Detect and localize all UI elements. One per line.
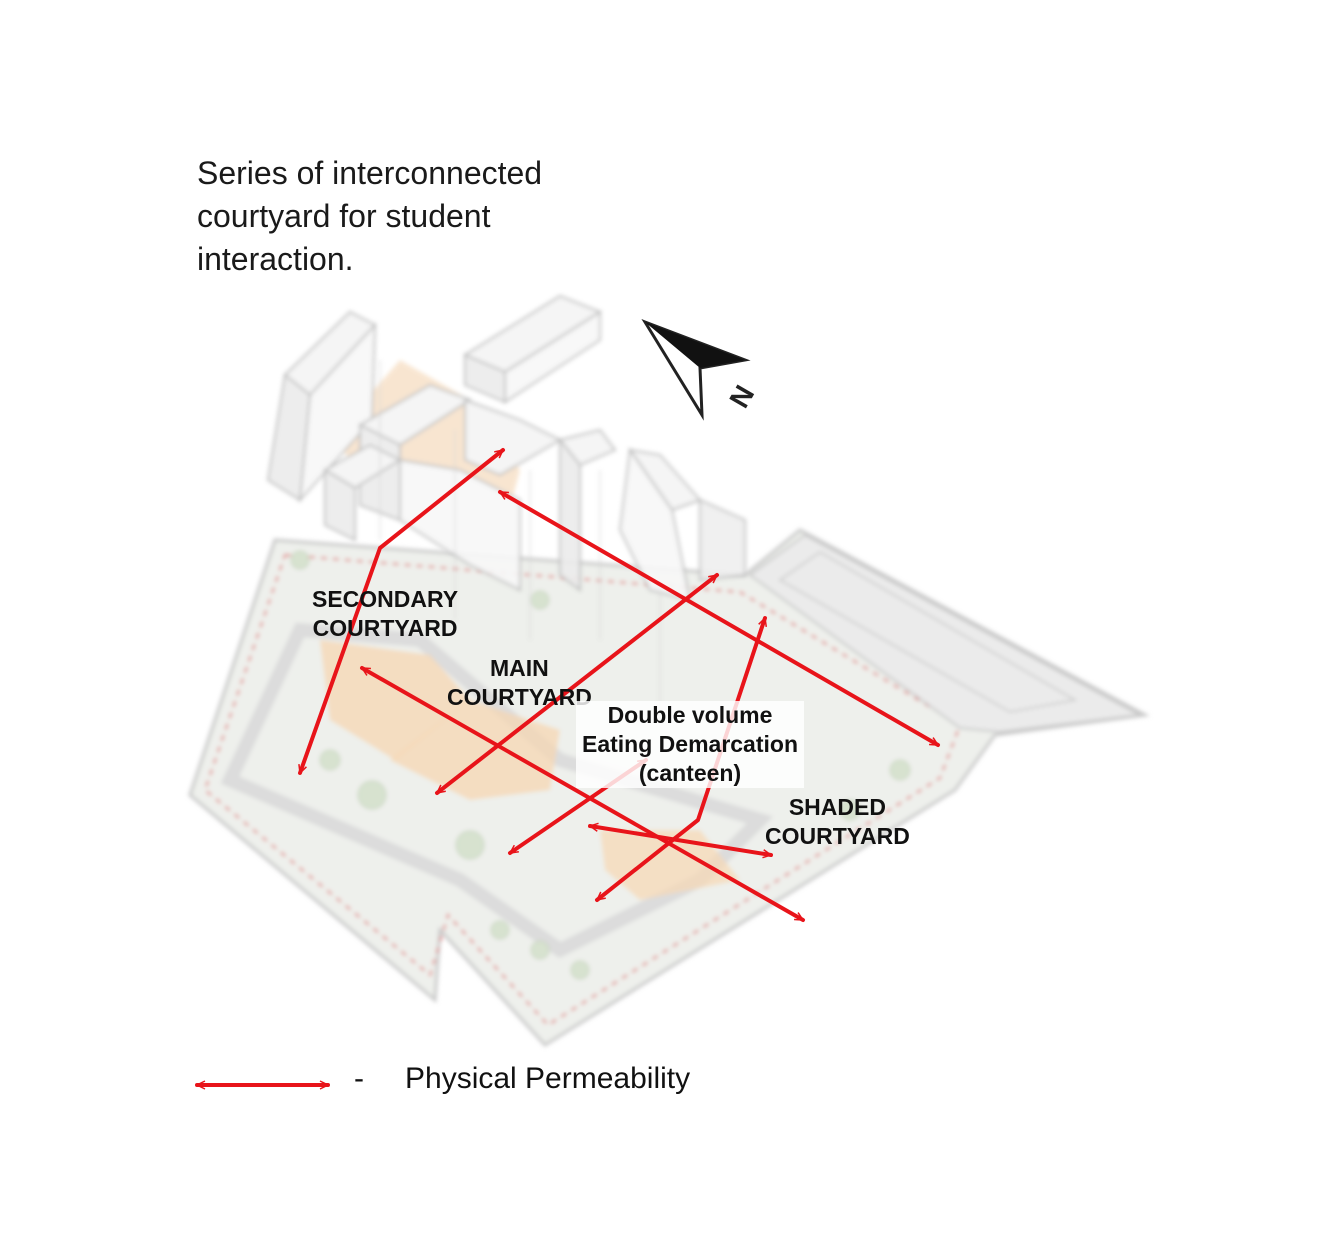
- caption-line-2: courtyard for student: [197, 195, 617, 238]
- label-secondary-courtyard: SECONDARY COURTYARD: [312, 585, 458, 643]
- label-shaded-line-2: COURTYARD: [765, 822, 910, 851]
- label-canteen-line-1: Double volume: [582, 701, 798, 730]
- diagram-caption: Series of interconnected courtyard for s…: [197, 152, 617, 281]
- caption-line-3: interaction.: [197, 238, 617, 281]
- label-secondary-line-1: SECONDARY: [312, 585, 458, 614]
- label-main-line-2: COURTYARD: [447, 683, 592, 712]
- north-label: N: [723, 380, 760, 413]
- caption-line-1: Series of interconnected: [197, 152, 617, 195]
- label-shaded-line-1: SHADED: [765, 793, 910, 822]
- legend-dash: -: [354, 1062, 364, 1096]
- label-canteen-line-2: Eating Demarcation: [582, 730, 798, 759]
- label-canteen-line-3: (canteen): [582, 759, 798, 788]
- label-main-line-1: MAIN: [447, 654, 592, 683]
- label-main-courtyard: MAIN COURTYARD: [447, 654, 592, 712]
- label-shaded-courtyard: SHADED COURTYARD: [765, 793, 910, 851]
- label-canteen: Double volume Eating Demarcation (cantee…: [576, 701, 804, 788]
- legend-text: Physical Permeability: [405, 1062, 690, 1096]
- label-secondary-line-2: COURTYARD: [312, 614, 458, 643]
